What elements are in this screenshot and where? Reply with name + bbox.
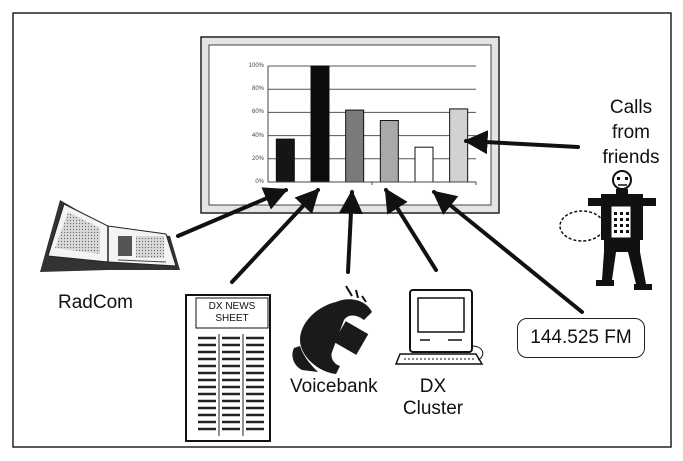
arrow-frequency-to-chart	[432, 190, 584, 314]
arrows	[176, 130, 584, 314]
arrow-radcom-to-chart	[176, 187, 289, 238]
dx-cluster-label: DX Cluster	[398, 376, 468, 420]
person-with-radio-icon	[559, 170, 656, 290]
calls-label-line2: from	[612, 122, 650, 143]
calls-from-friends-label: Calls from friends	[586, 95, 676, 170]
chart-bar	[379, 120, 399, 183]
arrow-voicebank-to-chart	[338, 189, 363, 274]
arrow-dxcluster-to-chart	[384, 187, 438, 272]
newsletter-icon	[185, 294, 271, 442]
frequency-box: 144.525 FM	[517, 318, 645, 358]
dx-cluster-label-line1: DX	[419, 376, 447, 397]
y-tick-label: 80%	[251, 86, 264, 93]
y-tick-label: 40%	[251, 132, 264, 139]
arrow-newsheet-to-chart	[230, 188, 320, 284]
chart-bar	[449, 108, 469, 183]
y-tick-label: 20%	[251, 155, 264, 162]
chart-bar	[345, 109, 365, 183]
news-sheet-title: DX NEWS SHEET	[198, 301, 266, 325]
news-sheet-title-line1: DX NEWS	[208, 301, 256, 312]
chart-bar	[310, 65, 330, 183]
chart-bars	[275, 65, 469, 183]
computer-icon	[394, 289, 484, 365]
calls-label-line3: friends	[602, 147, 660, 168]
radcom-label: RadCom	[58, 292, 133, 313]
magazine-icon	[40, 200, 180, 272]
figure-border	[12, 12, 672, 448]
calls-label-line1: Calls	[609, 97, 653, 118]
telephone-icon	[292, 285, 372, 374]
arrow-calls-to-chart	[463, 130, 580, 155]
dx-cluster-label-line2: Cluster	[402, 398, 464, 419]
news-sheet-title-line2: SHEET	[215, 313, 249, 324]
voicebank-label: Voicebank	[290, 376, 378, 397]
y-tick-label: 0%	[255, 179, 264, 185]
y-tick-label: 60%	[251, 109, 264, 116]
chart-bar	[414, 146, 434, 183]
chart-bar	[275, 138, 295, 183]
y-tick-label: 100%	[248, 63, 264, 69]
